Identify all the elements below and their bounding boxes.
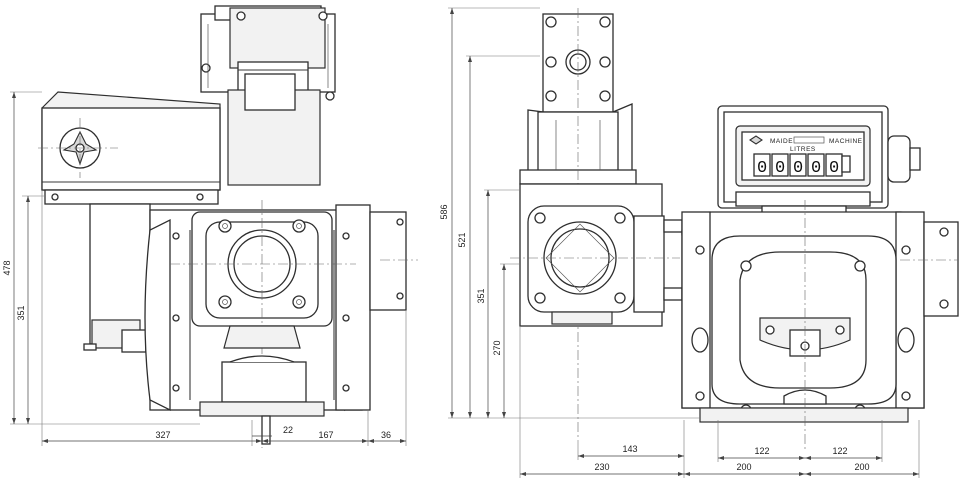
dim-side-351: 351	[16, 305, 26, 320]
side-view: 478 351 327 22 167 36	[2, 5, 418, 448]
register-brand-left: MAIDE	[770, 138, 793, 145]
dim-front-200-left: 200	[736, 462, 751, 472]
front-register: MAIDE MACHINE LITRES 0 0 0 0 0	[717, 105, 921, 209]
dim-side-327: 327	[155, 430, 170, 440]
front-inlet-body	[510, 183, 683, 327]
front-upper-tower	[519, 8, 637, 440]
side-dimensions	[10, 91, 407, 446]
dim-front-200-right: 200	[854, 462, 869, 472]
dim-side-167: 167	[318, 430, 333, 440]
register-digit-1: 0	[757, 159, 767, 178]
side-main-body	[144, 200, 418, 448]
dim-front-586: 586	[439, 204, 449, 219]
dim-side-478: 478	[2, 260, 12, 275]
dim-side-36: 36	[381, 430, 391, 440]
dim-front-270: 270	[492, 340, 502, 355]
register-digit-5: 0	[829, 159, 839, 178]
register-unit-label: LITRES	[790, 146, 816, 153]
dim-side-22: 22	[283, 425, 293, 435]
dim-front-122-right: 122	[832, 446, 847, 456]
register-digit-4: 0	[811, 159, 821, 178]
dim-front-143: 143	[622, 444, 637, 454]
front-dimensions	[448, 7, 920, 478]
dim-front-521: 521	[457, 232, 467, 247]
side-motor-housing	[38, 91, 221, 353]
register-brand-right: MACHINE	[829, 138, 863, 145]
front-meter-body	[681, 200, 959, 450]
register-digit-2: 0	[775, 159, 785, 178]
dim-front-230: 230	[594, 462, 609, 472]
register-digit-3: 0	[793, 159, 803, 178]
side-upper-tower	[200, 5, 336, 186]
front-view: MAIDE MACHINE LITRES 0 0 0 0 0	[439, 7, 959, 478]
dim-front-351: 351	[476, 288, 486, 303]
dim-front-122-left: 122	[754, 446, 769, 456]
